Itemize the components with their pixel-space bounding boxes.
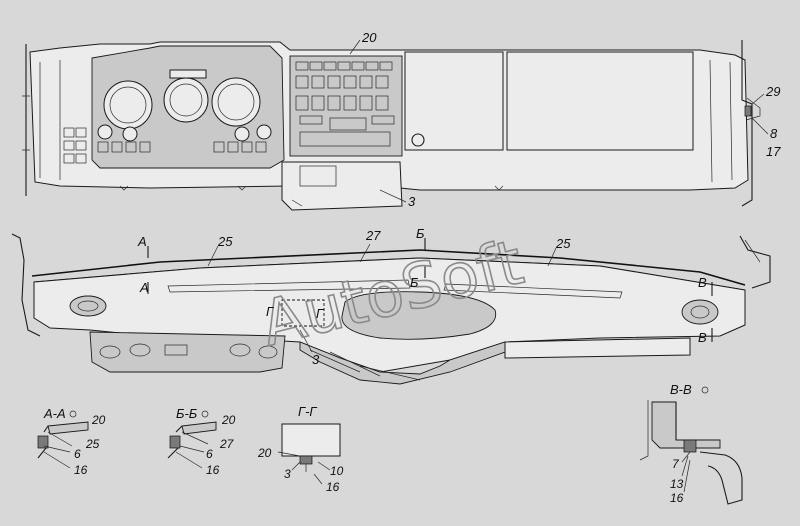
callout-20-top: 20 <box>361 30 377 45</box>
section-bb-label-20: 20 <box>221 413 236 427</box>
section-vv-label-13: 13 <box>670 477 684 491</box>
cut-mark-g-right: Г <box>316 306 324 321</box>
section-aa-detail <box>37 421 89 469</box>
section-gg-label-10: 10 <box>330 464 344 478</box>
callout-17: 17 <box>766 144 781 159</box>
cut-mark-a-bottom: А <box>139 280 149 295</box>
section-aa-label-6: 6 <box>74 447 81 461</box>
cut-mark-v-top: В <box>698 275 707 290</box>
panel-front-view <box>22 40 761 211</box>
section-vv-label-16: 16 <box>670 491 684 505</box>
section-aa-label-20: 20 <box>91 413 106 427</box>
panel-underside-view <box>11 233 771 385</box>
callout-8: 8 <box>770 126 778 141</box>
section-bb-label-16: 16 <box>206 463 220 477</box>
callout-29: 29 <box>765 84 780 99</box>
section-aa-labels: А-А 20 25 6 16 <box>43 406 106 477</box>
section-gg-labels: Г-Г 20 10 3 16 <box>257 404 344 494</box>
callout-labels: 20 3 29 8 17 А А 25 27 Б Б 25 В В Г Г 3 <box>137 30 781 367</box>
section-bb-label-6: 6 <box>206 447 213 461</box>
section-gg-detail <box>277 423 341 485</box>
section-gg-label-16: 16 <box>326 480 340 494</box>
section-vv-title: В-В <box>670 382 692 397</box>
callout-27: 27 <box>365 228 381 243</box>
section-bb-label-27: 27 <box>219 437 235 451</box>
section-vv-label-7: 7 <box>672 457 680 471</box>
cut-mark-a-top: А <box>137 234 147 249</box>
callout-25-right: 25 <box>555 236 571 251</box>
section-aa-label-25: 25 <box>85 437 100 451</box>
section-gg-label-3: 3 <box>284 467 291 481</box>
cut-mark-v-bottom: В <box>698 330 707 345</box>
section-aa-label-16: 16 <box>74 463 88 477</box>
callout-3-top: 3 <box>408 194 416 209</box>
section-bb-labels: Б-Б 20 27 6 16 <box>176 406 236 477</box>
section-vv-detail <box>639 400 743 505</box>
section-aa-title: А-А <box>43 406 66 421</box>
cut-mark-b-top: Б <box>416 226 425 241</box>
section-bb-detail <box>167 421 217 469</box>
section-gg-label-20: 20 <box>257 446 272 460</box>
callout-25-left: 25 <box>217 234 233 249</box>
cut-mark-b-bottom: Б <box>410 275 419 290</box>
section-bb-title: Б-Б <box>176 406 198 421</box>
section-gg-title: Г-Г <box>298 404 317 419</box>
callout-3-mid: 3 <box>312 352 320 367</box>
section-vv-labels: В-В 7 13 16 <box>670 382 709 505</box>
cut-mark-g-left: Г <box>266 304 274 319</box>
